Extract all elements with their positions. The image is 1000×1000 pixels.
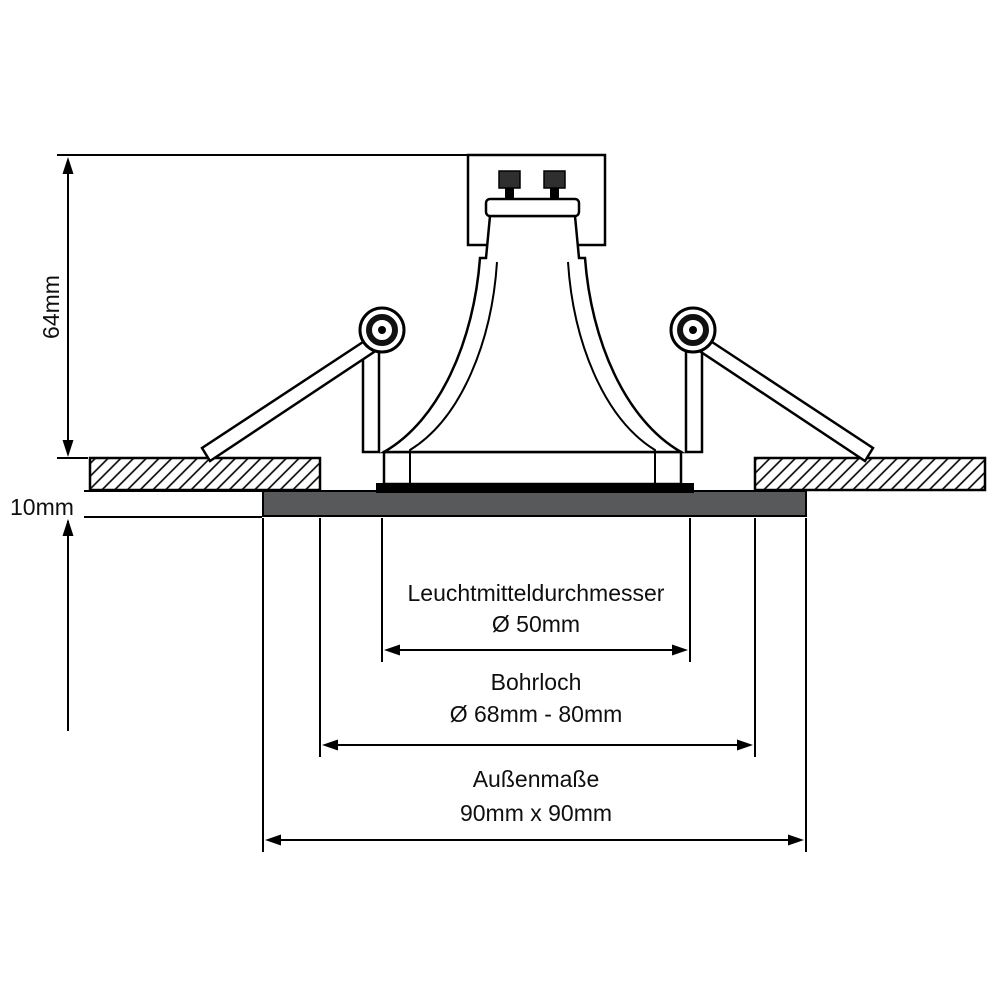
spring-arm-left <box>200 338 376 463</box>
outer-size-title: Außenmaße <box>473 766 600 792</box>
reflector-inner-line-left <box>409 261 498 483</box>
trim-ring <box>262 490 807 517</box>
spring-bracket-left <box>361 346 381 454</box>
lamp-face-plate <box>376 483 694 493</box>
reflector-inner-line-right <box>567 261 656 483</box>
drill-hole-value: Ø 68mm - 80mm <box>450 701 623 727</box>
dimension-outer-size: Außenmaße 90mm x 90mm <box>262 518 807 852</box>
spring-coil-left <box>358 306 406 354</box>
thickness-dimension-label: 10mm <box>10 494 74 520</box>
dimension-thickness-10mm: 10mm <box>10 490 262 731</box>
dimension-height-64mm: 64mm <box>38 154 468 459</box>
gu10-pin-left <box>498 170 521 200</box>
bulb-diameter-value: Ø 50mm <box>492 611 580 637</box>
gu10-pin-right <box>543 170 566 200</box>
spring-coil-right <box>669 306 717 354</box>
lamp-base-cap <box>484 197 581 218</box>
dimension-bulb-diameter: Leuchtmitteldurchmesser Ø 50mm <box>381 518 691 662</box>
bulb-diameter-title: Leuchtmitteldurchmesser <box>408 580 665 606</box>
ceiling-section-left <box>88 456 322 492</box>
spring-arm-right <box>699 338 875 463</box>
drill-hole-title: Bohrloch <box>491 669 582 695</box>
outer-size-value: 90mm x 90mm <box>460 800 612 826</box>
housing-body <box>382 450 683 486</box>
lamp-body <box>379 214 686 454</box>
height-dimension-label: 64mm <box>38 275 64 339</box>
spring-bracket-right <box>684 346 704 454</box>
dimension-drill-hole: Bohrloch Ø 68mm - 80mm <box>319 518 756 757</box>
ceiling-section-right <box>753 456 987 492</box>
